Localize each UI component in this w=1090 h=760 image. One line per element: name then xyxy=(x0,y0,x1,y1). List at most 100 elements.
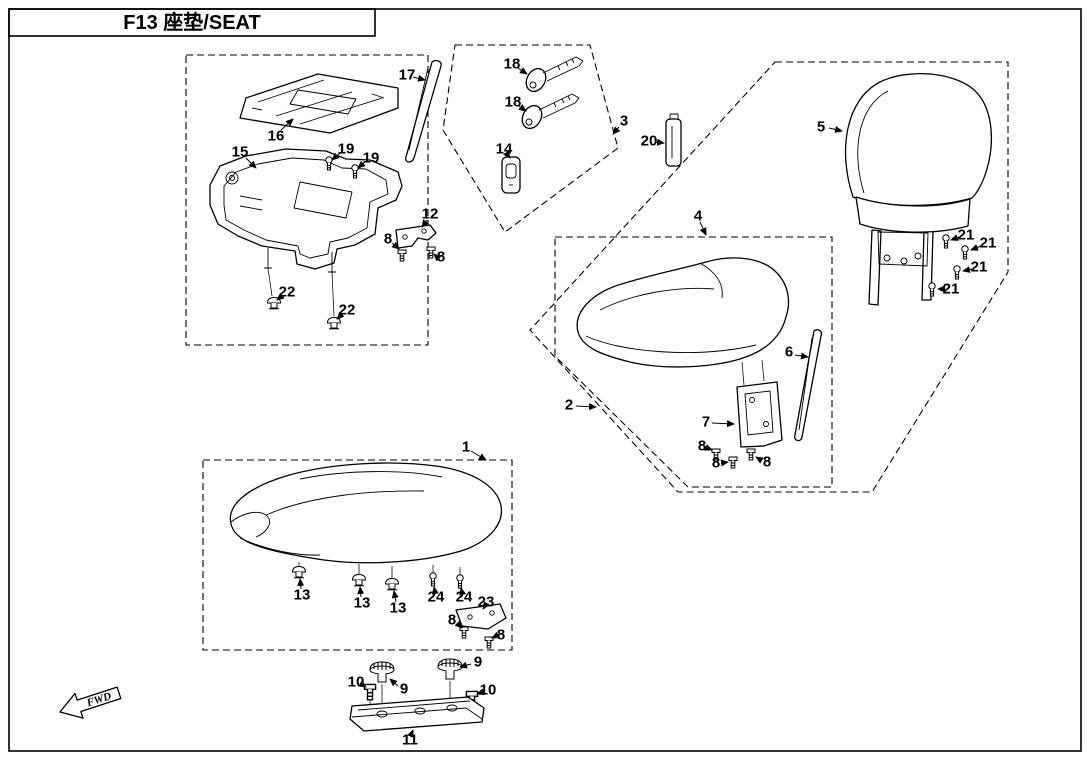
leader-line-part-3 xyxy=(612,126,621,135)
leader-line-part-9 xyxy=(459,661,472,669)
part-21-screw xyxy=(953,265,961,280)
part-label-10: 10 xyxy=(480,682,497,699)
part-label-12: 12 xyxy=(422,206,439,223)
part-label-1: 1 xyxy=(462,439,470,456)
leader-line-part-16 xyxy=(280,118,294,131)
part-label-16: 16 xyxy=(268,128,285,145)
part-label-8: 8 xyxy=(698,438,706,455)
leader-line-part-14 xyxy=(503,150,511,159)
part-label-14: 14 xyxy=(496,141,513,158)
leader-line-part-8 xyxy=(454,620,463,629)
assembly-line xyxy=(298,562,461,578)
leader-line-part-11 xyxy=(407,729,414,738)
part-label-18: 18 xyxy=(505,94,522,111)
part-8-bolt xyxy=(459,626,469,639)
part-label-24: 24 xyxy=(456,589,473,606)
assembly-line xyxy=(741,359,765,386)
page-border xyxy=(8,8,1082,752)
part-9-damper xyxy=(437,658,463,680)
leader-line-part-13 xyxy=(391,590,399,603)
leader-line-part-19 xyxy=(357,160,366,169)
fwd-label: FWD xyxy=(84,690,113,709)
part-label-8: 8 xyxy=(712,455,720,472)
part-22-damper xyxy=(327,317,341,330)
leader-line-part-18 xyxy=(517,67,528,75)
figure-title: F13 座垫/SEAT xyxy=(123,10,260,34)
leader-line-part-17 xyxy=(412,74,426,82)
part-label-24: 24 xyxy=(428,589,445,606)
part-label-21: 21 xyxy=(943,281,960,298)
leader-line-part-9 xyxy=(389,678,399,687)
part-8-bolt xyxy=(484,636,494,649)
part-label-4: 4 xyxy=(694,208,703,225)
part-label-13: 13 xyxy=(390,600,407,617)
part-label-8: 8 xyxy=(497,627,505,644)
part-24-screw xyxy=(456,574,464,589)
part-8-bolt xyxy=(728,456,738,469)
group-box-storage-assembly xyxy=(185,54,429,346)
part-13-damper xyxy=(292,566,306,579)
part-18-key xyxy=(525,56,584,93)
part-label-23: 23 xyxy=(478,594,495,611)
part-15-storage-box xyxy=(209,148,403,273)
group-box-passenger-assembly xyxy=(529,61,1009,493)
part-21-screw xyxy=(942,234,950,249)
part-label-9: 9 xyxy=(474,654,482,671)
fwd-arrow: FWD xyxy=(59,686,122,719)
part-label-6: 6 xyxy=(785,344,793,361)
leader-line-part-21 xyxy=(970,244,982,251)
part-label-22: 22 xyxy=(339,302,356,319)
part-label-8: 8 xyxy=(437,249,445,266)
part-1-main-seat xyxy=(229,462,503,564)
assembly-line xyxy=(267,267,335,317)
part-13-damper xyxy=(385,578,399,591)
leader-line-part-8 xyxy=(704,444,713,451)
part-2-passenger-seat xyxy=(576,257,790,368)
leader-line-part-24 xyxy=(459,587,467,596)
leader-line-part-21 xyxy=(962,266,973,273)
part-7-bracket xyxy=(736,381,783,448)
part-label-8: 8 xyxy=(763,454,771,471)
group-box-key-set xyxy=(442,44,619,233)
part-8-bolt xyxy=(397,249,407,262)
part-label-13: 13 xyxy=(294,587,311,604)
leader-line-part-2 xyxy=(575,403,597,411)
leader-line-part-24 xyxy=(431,586,439,595)
leader-line-part-8 xyxy=(491,631,500,639)
leader-line-part-8 xyxy=(720,459,729,467)
leader-line-part-10 xyxy=(358,680,367,688)
leader-line-part-18 xyxy=(518,104,527,112)
part-label-11: 11 xyxy=(402,732,418,749)
part-14-lock xyxy=(501,156,521,194)
part-label-15: 15 xyxy=(232,144,249,161)
part-label-13: 13 xyxy=(354,595,371,612)
leader-line-part-15 xyxy=(245,157,257,169)
part-6-rod xyxy=(794,329,823,442)
leader-line-part-13 xyxy=(357,586,365,598)
leader-line-part-21 xyxy=(950,234,960,241)
part-label-9: 9 xyxy=(400,681,408,698)
part-label-3: 3 xyxy=(620,113,628,130)
part-5-backrest xyxy=(844,73,992,306)
part-label-8: 8 xyxy=(384,231,392,248)
part-label-10: 10 xyxy=(348,674,365,691)
part-8-bolt xyxy=(746,448,756,461)
part-21-screw xyxy=(961,245,969,260)
part-24-screw xyxy=(429,572,437,587)
leader-line-part-10 xyxy=(476,688,485,696)
title-box xyxy=(8,8,376,37)
part-label-19: 19 xyxy=(338,141,355,158)
leader-line-part-12 xyxy=(421,219,429,228)
part-label-7: 7 xyxy=(702,414,710,431)
part-label-18: 18 xyxy=(504,56,521,73)
part-12-bracket xyxy=(395,224,437,249)
part-18-key xyxy=(521,93,580,130)
leader-line-part-22 xyxy=(276,292,285,301)
leader-line-part-20 xyxy=(654,138,665,146)
part-label-22: 22 xyxy=(279,284,296,301)
part-label-2: 2 xyxy=(565,397,573,414)
part-20-strip xyxy=(665,113,682,167)
part-label-21: 21 xyxy=(971,259,988,276)
